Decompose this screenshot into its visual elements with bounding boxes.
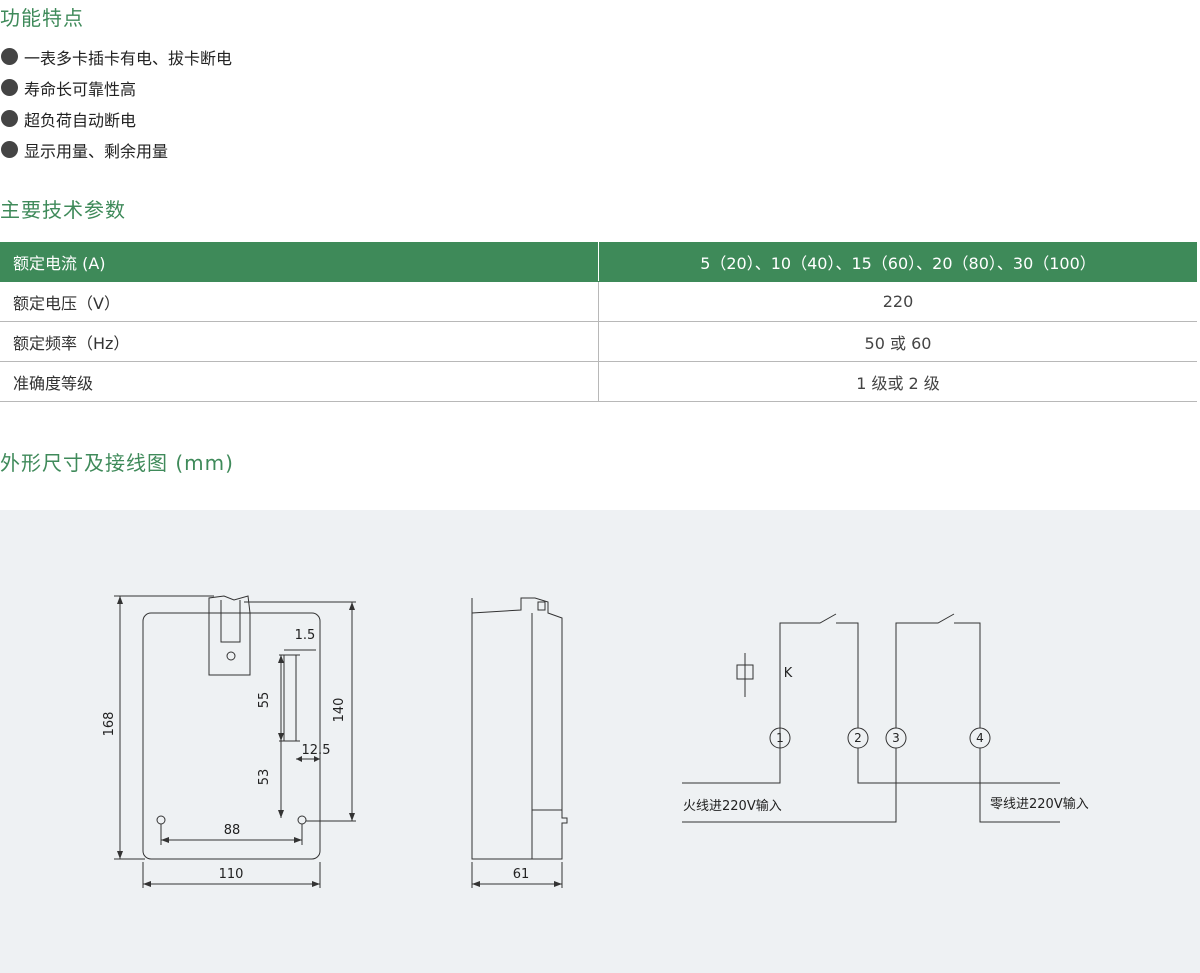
side-outline: [471, 597, 568, 860]
technical-drawing: 168 140 110 88 55 53 1.5 12.5 61 K 1 2 3…: [102, 595, 1089, 888]
load-live-wire: [857, 748, 1060, 784]
feature-item: 一表多卡插卡有电、拔卡断电: [0, 41, 232, 72]
side-clip: [537, 601, 546, 611]
drawing-title: 外形尺寸及接线图 (mm): [0, 451, 234, 475]
meter-body-outline: [142, 612, 321, 860]
feature-label: 一表多卡插卡有电、拔卡断电: [24, 48, 233, 68]
dim-label-61: 61: [513, 867, 530, 882]
specs-title: 主要技术参数: [0, 198, 126, 222]
value-cell: 5（20）、10（40）、15（60）、20（80）、30（100）: [598, 242, 1197, 282]
switch-2-out: [954, 622, 981, 728]
dim-label-168: 168: [102, 712, 117, 737]
switch-1-out: [836, 622, 859, 728]
mount-hole: [297, 815, 307, 825]
mount-hole: [226, 651, 236, 661]
features-title: 功能特点: [0, 6, 84, 30]
relay-k-label: K: [784, 666, 793, 681]
dim-label-140: 140: [332, 698, 347, 723]
table-row: 额定频率（Hz） 50 或 60: [0, 321, 1197, 362]
table-row: 额定电流 (A) 5（20）、10（40）、15（60）、20（80）、30（1…: [0, 242, 1197, 282]
feature-item: 显示用量、剩余用量: [0, 134, 232, 165]
dim-label-53: 53: [257, 769, 272, 786]
neutral-input-label: 零线进220V输入: [990, 796, 1089, 812]
dim-label-1-5: 1.5: [295, 628, 316, 643]
mount-hole: [156, 815, 166, 825]
param-cell: 准确度等级: [0, 361, 599, 402]
dim-label-88: 88: [224, 823, 241, 838]
neutral-wire-in: [682, 748, 897, 823]
feature-label: 寿命长可靠性高: [24, 79, 137, 99]
front-view: [114, 595, 356, 888]
terminal-3-label: 3: [892, 731, 900, 745]
card-slot-outline: [208, 595, 251, 676]
feature-label: 超负荷自动断电: [24, 110, 137, 130]
param-cell: 额定电压（V）: [0, 281, 599, 322]
value-cell: 50 或 60: [598, 321, 1197, 362]
value-cell: 1 级或 2 级: [598, 361, 1197, 402]
live-wire: [682, 748, 781, 784]
param-cell: 额定频率（Hz）: [0, 321, 599, 362]
drawing-panel: 168 140 110 88 55 53 1.5 12.5 61 K 1 2 3…: [0, 510, 1200, 973]
value-cell: 220: [598, 281, 1197, 322]
param-cell: 额定电流 (A): [0, 242, 599, 282]
feature-item: 超负荷自动断电: [0, 103, 232, 134]
spec-table: 额定电流 (A) 5（20）、10（40）、15（60）、20（80）、30（1…: [0, 242, 1197, 402]
dim-label-110: 110: [219, 867, 244, 882]
terminal-2-label: 2: [854, 731, 862, 745]
switch-1: [779, 613, 837, 780]
table-row: 准确度等级 1 级或 2 级: [0, 361, 1197, 402]
terminal-4-label: 4: [976, 731, 984, 745]
bullet-icon: [1, 79, 18, 96]
bullet-icon: [1, 110, 18, 127]
bullet-icon: [1, 141, 18, 158]
feature-list: 一表多卡插卡有电、拔卡断电 寿命长可靠性高 超负荷自动断电 显示用量、剩余用量: [0, 41, 232, 165]
feature-label: 显示用量、剩余用量: [24, 141, 169, 161]
live-input-label: 火线进220V输入: [683, 798, 782, 814]
terminal-1-label: 1: [776, 731, 784, 745]
bullet-icon: [1, 48, 18, 65]
table-row: 额定电压（V） 220: [0, 281, 1197, 322]
dim-label-12-5: 12.5: [302, 743, 331, 758]
wiring-diagram: [682, 613, 1060, 823]
card-holder: [220, 600, 241, 643]
load-neutral-wire: [979, 748, 1060, 823]
dim-label-55: 55: [257, 692, 272, 709]
arrowheads: [117, 596, 355, 887]
feature-item: 寿命长可靠性高: [0, 72, 232, 103]
switch-2: [895, 613, 955, 728]
side-view: [471, 597, 568, 888]
